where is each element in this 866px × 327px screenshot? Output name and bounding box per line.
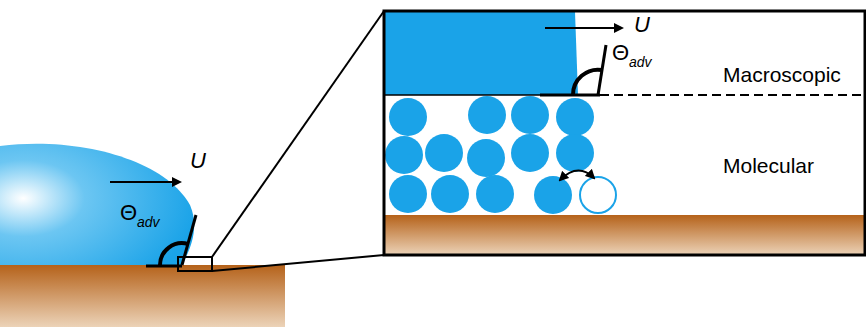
angle-arc [160, 243, 188, 265]
angle-arc [573, 70, 602, 95]
zoom-line [212, 11, 384, 257]
substrate [385, 215, 865, 255]
velocity-arrow [545, 27, 622, 29]
velocity-symbol: U [634, 14, 650, 36]
hop-arrow [560, 170, 594, 180]
velocity-arrow [110, 181, 180, 183]
scale-label: Macroscopic [723, 64, 841, 85]
liquid-block [385, 12, 578, 95]
velocity-symbol: U [190, 150, 206, 172]
zoom-frame [384, 11, 865, 255]
baseline [146, 265, 182, 268]
angle-subscript: adv [137, 215, 160, 229]
scale-label: Molecular [723, 155, 814, 176]
molecules [385, 96, 594, 214]
angle-symbol: Θ [612, 42, 629, 64]
zoom-region [178, 257, 212, 271]
zoom-line [212, 255, 384, 271]
angle-subscript: adv [629, 55, 652, 69]
dashed-boundary [600, 94, 866, 96]
vacant-site [580, 177, 616, 213]
baseline [540, 94, 600, 97]
substrate [0, 265, 285, 327]
droplet [0, 144, 194, 265]
boundary-line [385, 94, 540, 96]
angle-symbol: Θ [120, 202, 137, 224]
